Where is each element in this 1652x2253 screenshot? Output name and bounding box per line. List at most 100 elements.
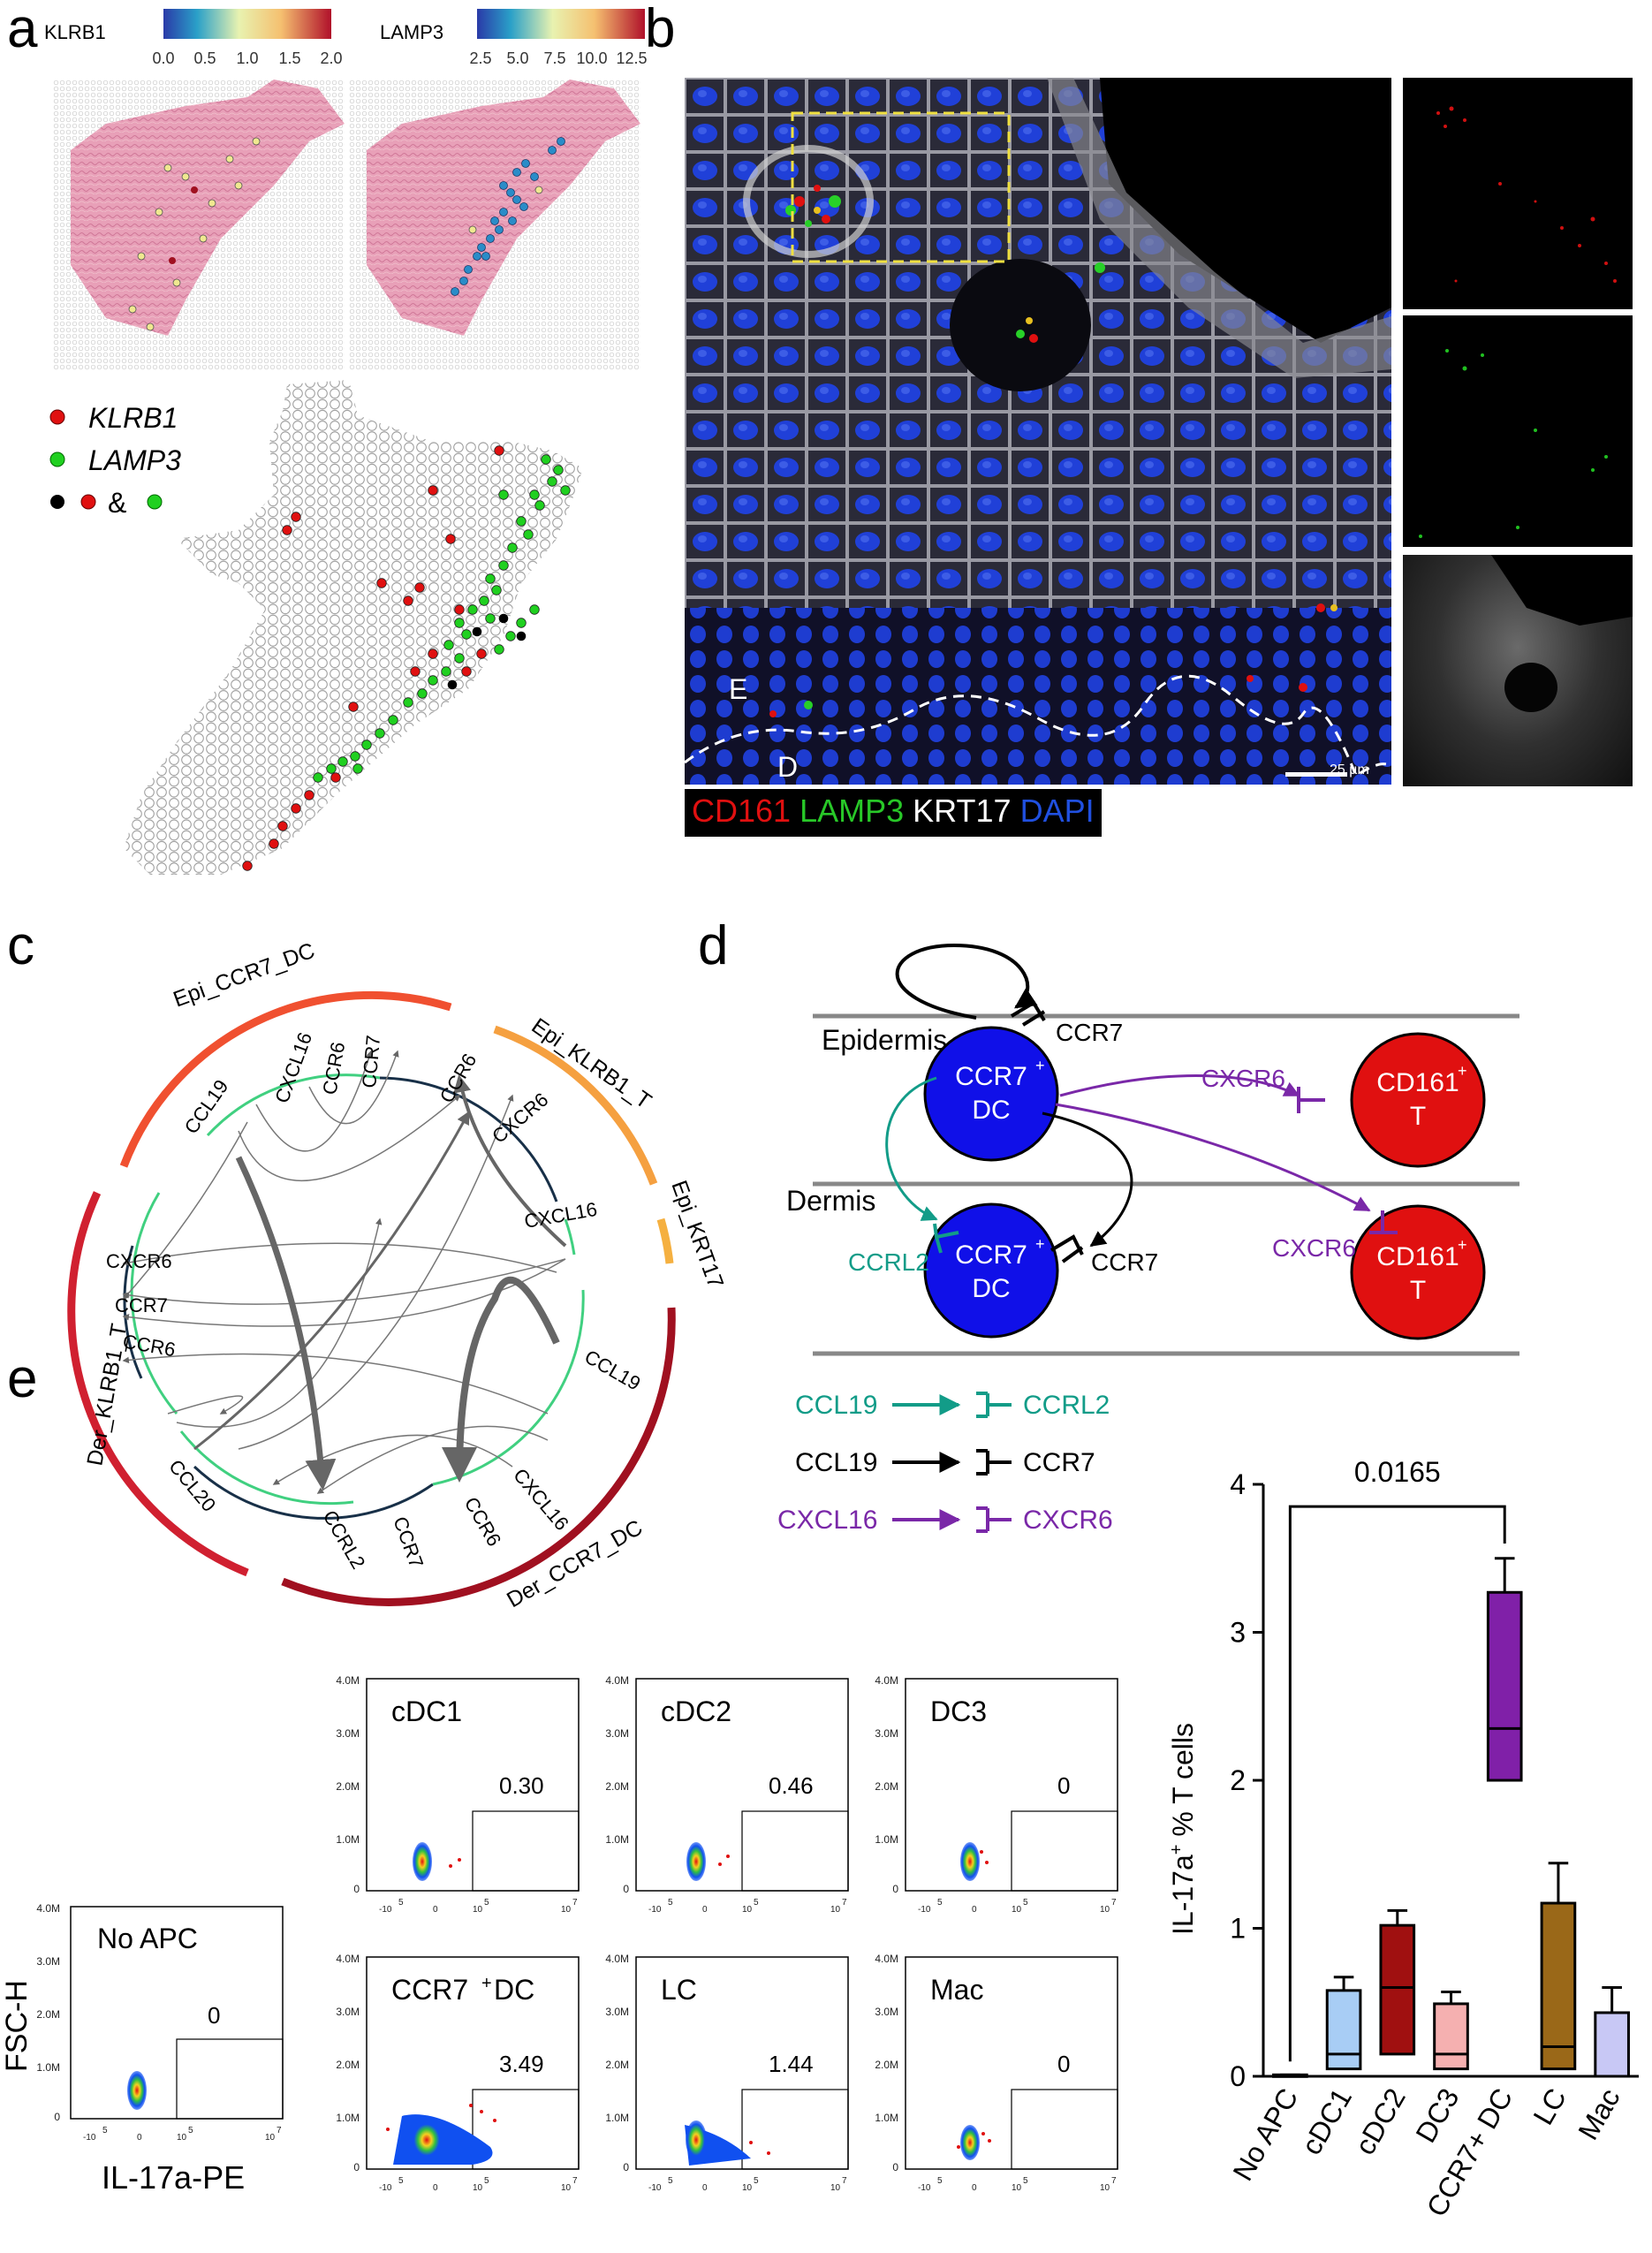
svg-text:CCL19: CCL19 <box>581 1346 645 1395</box>
svg-text:5.0: 5.0 <box>506 49 528 67</box>
svg-text:KLRB1: KLRB1 <box>88 402 178 434</box>
svg-text:CCR7: CCR7 <box>955 1062 1027 1091</box>
svg-text:10: 10 <box>177 2133 187 2143</box>
chart-ylabel: IL-17a+ % T cells <box>1167 1723 1199 1935</box>
svg-text:CCR6: CCR6 <box>318 1041 349 1096</box>
svg-text:CCRL2: CCRL2 <box>1023 1391 1110 1420</box>
svg-text:0: 0 <box>892 1883 898 1895</box>
svg-text:1.0M: 1.0M <box>875 1833 898 1846</box>
svg-text:10: 10 <box>1012 2183 1022 2193</box>
svg-text:-10: -10 <box>379 1905 392 1915</box>
svg-text:CCR7: CCR7 <box>115 1294 168 1316</box>
svg-text:LC: LC <box>661 1974 697 2006</box>
epi-cd161-t-cell <box>1350 1032 1486 1168</box>
svg-text:CXCR6: CXCR6 <box>488 1089 552 1148</box>
svg-text:1.5: 1.5 <box>278 49 300 67</box>
x-tick-label: No APC <box>1226 2083 1304 2187</box>
svg-text:-10: -10 <box>379 2183 392 2193</box>
svg-text:4.0M: 4.0M <box>875 1674 898 1687</box>
stain-krt17: KRT17 <box>913 793 1012 829</box>
svg-text:10: 10 <box>1100 2183 1110 2193</box>
svg-text:CCR7: CCR7 <box>358 1035 384 1089</box>
svg-text:CCR6: CCR6 <box>436 1050 481 1106</box>
svg-text:CCL19: CCL19 <box>795 1391 877 1420</box>
flow-plot-lc: LC 1.44 4.0M3.0M 2.0M1.0M 0 -105 0 105 1… <box>605 1953 849 2193</box>
svg-text:10: 10 <box>561 1905 572 1915</box>
svg-text:IL-17a+ % T cells: IL-17a+ % T cells <box>1167 1723 1199 1935</box>
svg-text:CCRL2: CCRL2 <box>319 1506 370 1573</box>
y-tick-label: 2 <box>1230 1764 1246 1796</box>
flow-plot-dc3: DC3 0 4.0M3.0M 2.0M1.0M 0 -105 0 105 107 <box>875 1674 1118 1915</box>
svg-text:-10: -10 <box>648 1905 662 1915</box>
svg-text:0.0: 0.0 <box>152 49 174 67</box>
panel-label-e: e <box>7 1348 38 1409</box>
svg-text:5: 5 <box>668 1898 673 1908</box>
scale-bar-label: 25 µm <box>1330 762 1369 778</box>
y-tick-label: 1 <box>1230 1913 1246 1945</box>
microscopy-lamp3-channel <box>1403 315 1633 547</box>
svg-text:+: + <box>1035 1057 1045 1074</box>
svg-text:0: 0 <box>208 2002 220 2029</box>
svg-text:5: 5 <box>102 2126 108 2135</box>
svg-text:DC: DC <box>972 1274 1010 1303</box>
flow-plots: No APC 0 4.0M 3.0M 2.0M 1.0M 0 -105 0 10… <box>0 1674 1118 2196</box>
svg-text:CCL20: CCL20 <box>164 1455 220 1516</box>
svg-text:CCR7: CCR7 <box>389 1513 428 1571</box>
box-2 <box>1379 1923 1416 2056</box>
svg-text:5: 5 <box>937 2176 943 2186</box>
svg-text:4.0M: 4.0M <box>875 1953 898 1965</box>
svg-text:0.30: 0.30 <box>499 1772 544 1799</box>
svg-text:cDC2: cDC2 <box>661 1695 731 1727</box>
svg-text:3.0M: 3.0M <box>605 2006 629 2018</box>
chart-pvalue: 0.0165 <box>1354 1456 1441 1488</box>
svg-text:5: 5 <box>1023 1898 1028 1908</box>
svg-text:10: 10 <box>830 2183 841 2193</box>
svg-text:CCL19: CCL19 <box>180 1075 233 1137</box>
svg-text:5: 5 <box>398 2176 404 2186</box>
svg-text:0: 0 <box>353 2161 360 2173</box>
svg-text:5: 5 <box>484 2176 489 2186</box>
svg-text:CD161: CD161 <box>1376 1242 1459 1271</box>
svg-text:7: 7 <box>572 1898 578 1908</box>
he-image-klrb1 <box>53 80 345 371</box>
svg-text:FSC-H: FSC-H <box>0 1980 34 2072</box>
svg-text:2.0M: 2.0M <box>36 2008 60 2021</box>
svg-text:3.0M: 3.0M <box>336 1727 360 1740</box>
svg-text:CXCL16: CXCL16 <box>777 1506 877 1535</box>
x-tick-label: Mac <box>1572 2083 1625 2145</box>
svg-text:3.49: 3.49 <box>499 2051 544 2077</box>
svg-text:CXCL16: CXCL16 <box>509 1464 573 1535</box>
svg-text:0: 0 <box>623 2161 629 2173</box>
x-tick-label: DC3 <box>1409 2083 1465 2148</box>
svg-text:CCR7: CCR7 <box>1056 1019 1123 1046</box>
svg-text:4.0M: 4.0M <box>336 1674 360 1687</box>
svg-text:0: 0 <box>353 1883 360 1895</box>
svg-text:CCRL2: CCRL2 <box>848 1248 929 1276</box>
layer-dermis: Dermis <box>786 1185 875 1217</box>
svg-text:CCR7: CCR7 <box>1023 1448 1095 1477</box>
svg-text:&: & <box>108 487 126 519</box>
flow-plot-mac: Mac 0 4.0M3.0M 2.0M1.0M 0 -105 0 105 107 <box>875 1953 1118 2193</box>
svg-text:4.0M: 4.0M <box>605 1953 629 1965</box>
svg-text:+: + <box>1035 1235 1045 1253</box>
colorbar-klrb1 <box>163 9 331 39</box>
svg-text:3.0M: 3.0M <box>875 2006 898 2018</box>
microscopy-krt17-channel <box>1403 555 1633 786</box>
svg-text:CCR6: CCR6 <box>460 1493 506 1550</box>
panel-label-d: d <box>698 915 729 976</box>
svg-text:Epi_KRT17: Epi_KRT17 <box>666 1177 728 1291</box>
stain-legend: CD161 LAMP3 KRT17 DAPI <box>685 789 1102 837</box>
svg-text:4.0M: 4.0M <box>36 1902 60 1915</box>
svg-text:2.0M: 2.0M <box>605 1780 629 1793</box>
stain-lamp3: LAMP3 <box>799 793 905 829</box>
svg-text:CCR7: CCR7 <box>1091 1248 1158 1276</box>
panel-a-legend: KLRB1 LAMP3 & <box>49 402 181 519</box>
svg-text:2.0: 2.0 <box>320 49 342 67</box>
flow-plot-no-apc: No APC 0 4.0M 3.0M 2.0M 1.0M 0 -105 0 10… <box>0 1902 284 2196</box>
svg-text:10.0: 10.0 <box>576 49 607 67</box>
chord-group-labels: Epi_CCR7_DC Epi_KLRB1_T Epi_KRT17 Der_KL… <box>82 938 728 1612</box>
svg-text:3.0M: 3.0M <box>336 2006 360 2018</box>
svg-text:0: 0 <box>702 2183 708 2193</box>
